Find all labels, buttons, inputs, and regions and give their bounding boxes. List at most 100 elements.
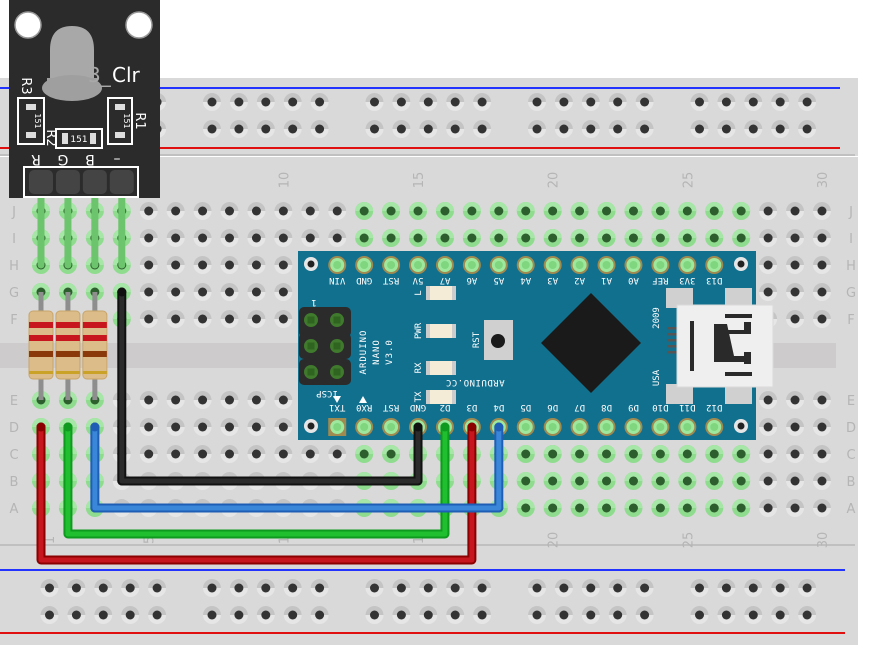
nano-pin-a4[interactable]: A4: [516, 256, 535, 285]
breadboard-hole[interactable]: [597, 499, 616, 517]
breadboard-hole[interactable]: [678, 499, 697, 517]
breadboard-hole[interactable]: [193, 310, 212, 328]
nano-pin-rx0[interactable]: RX0: [355, 402, 374, 436]
breadboard-hole[interactable]: [409, 202, 428, 220]
breadboard-hole[interactable]: [139, 283, 158, 301]
breadboard-hole[interactable]: [419, 606, 438, 624]
breadboard-hole[interactable]: [608, 120, 627, 138]
breadboard-hole[interactable]: [139, 418, 158, 436]
breadboard-hole[interactable]: [690, 120, 709, 138]
breadboard-hole[interactable]: [139, 445, 158, 463]
breadboard-hole[interactable]: [812, 418, 831, 436]
breadboard-hole[interactable]: [247, 202, 266, 220]
breadboard-hole[interactable]: [139, 202, 158, 220]
breadboard-hole[interactable]: [247, 256, 266, 274]
breadboard-hole[interactable]: [543, 472, 562, 490]
breadboard-hole[interactable]: [516, 499, 535, 517]
breadboard-hole[interactable]: [166, 202, 185, 220]
breadboard-hole[interactable]: [40, 579, 59, 597]
breadboard-hole[interactable]: [812, 499, 831, 517]
nano-pin-d8[interactable]: D8: [597, 402, 616, 436]
breadboard-hole[interactable]: [570, 445, 589, 463]
breadboard-hole[interactable]: [786, 472, 805, 490]
breadboard-hole[interactable]: [759, 283, 778, 301]
breadboard-hole[interactable]: [771, 120, 790, 138]
breadboard-hole[interactable]: [392, 120, 411, 138]
breadboard-hole[interactable]: [446, 120, 465, 138]
breadboard-hole[interactable]: [274, 283, 293, 301]
breadboard-hole[interactable]: [247, 391, 266, 409]
breadboard-hole[interactable]: [528, 120, 546, 138]
breadboard-hole[interactable]: [489, 229, 508, 247]
breadboard-hole[interactable]: [139, 391, 158, 409]
red-wire[interactable]: [36, 422, 477, 565]
breadboard-hole[interactable]: [220, 310, 239, 328]
breadboard-hole[interactable]: [554, 606, 573, 624]
breadboard-hole[interactable]: [732, 445, 751, 463]
breadboard-hole[interactable]: [624, 445, 643, 463]
breadboard-hole[interactable]: [786, 391, 805, 409]
breadboard-hole[interactable]: [274, 310, 293, 328]
breadboard-hole[interactable]: [220, 283, 239, 301]
breadboard-hole[interactable]: [786, 256, 805, 274]
breadboard-hole[interactable]: [608, 606, 627, 624]
nano-pin-gnd[interactable]: GND: [355, 256, 374, 285]
breadboard-hole[interactable]: [786, 229, 805, 247]
nano-pin-tx1[interactable]: TX1: [328, 402, 347, 436]
nano-pin-d7[interactable]: D7: [570, 402, 589, 436]
breadboard-hole[interactable]: [528, 93, 546, 111]
breadboard-hole[interactable]: [435, 202, 454, 220]
reset-button-cap[interactable]: [491, 334, 505, 348]
breadboard-hole[interactable]: [635, 579, 654, 597]
nano-pin-a7[interactable]: A7: [435, 256, 454, 285]
breadboard-hole[interactable]: [812, 256, 831, 274]
breadboard-hole[interactable]: [310, 579, 329, 597]
breadboard-hole[interactable]: [283, 606, 302, 624]
breadboard-hole[interactable]: [759, 499, 778, 517]
nano-pin-3v3[interactable]: 3V3: [678, 256, 697, 285]
breadboard-hole[interactable]: [812, 472, 831, 490]
nano-pin-rst[interactable]: RST: [382, 256, 401, 285]
breadboard-hole[interactable]: [717, 120, 736, 138]
breadboard-hole[interactable]: [786, 499, 805, 517]
breadboard-hole[interactable]: [798, 93, 817, 111]
breadboard-hole[interactable]: [759, 202, 778, 220]
nano-pin-d10[interactable]: D10: [651, 402, 670, 436]
breadboard-hole[interactable]: [516, 229, 535, 247]
breadboard-hole[interactable]: [473, 120, 492, 138]
breadboard-hole[interactable]: [798, 606, 817, 624]
breadboard-hole[interactable]: [812, 283, 831, 301]
breadboard-hole[interactable]: [166, 310, 185, 328]
breadboard-hole[interactable]: [274, 229, 293, 247]
breadboard-hole[interactable]: [624, 202, 643, 220]
breadboard-hole[interactable]: [283, 120, 302, 138]
breadboard-hole[interactable]: [193, 418, 212, 436]
breadboard-hole[interactable]: [229, 579, 248, 597]
breadboard-hole[interactable]: [220, 391, 239, 409]
breadboard-hole[interactable]: [355, 202, 374, 220]
nano-pin-5v[interactable]: 5V: [409, 256, 428, 285]
breadboard-hole[interactable]: [382, 229, 401, 247]
breadboard-hole[interactable]: [166, 256, 185, 274]
breadboard-hole[interactable]: [581, 120, 600, 138]
breadboard-hole[interactable]: [717, 579, 736, 597]
breadboard-hole[interactable]: [148, 579, 167, 597]
breadboard-hole[interactable]: [229, 93, 248, 111]
reset-button[interactable]: RST: [472, 320, 513, 360]
breadboard-hole[interactable]: [786, 418, 805, 436]
breadboard-hole[interactable]: [678, 445, 697, 463]
breadboard-hole[interactable]: [382, 445, 401, 463]
breadboard-hole[interactable]: [256, 579, 275, 597]
nano-pin-d11[interactable]: D11: [678, 402, 697, 436]
breadboard-hole[interactable]: [193, 445, 212, 463]
breadboard-hole[interactable]: [570, 229, 589, 247]
breadboard-hole[interactable]: [166, 283, 185, 301]
breadboard-hole[interactable]: [759, 229, 778, 247]
breadboard-hole[interactable]: [256, 606, 275, 624]
breadboard-hole[interactable]: [516, 445, 535, 463]
breadboard-hole[interactable]: [193, 256, 212, 274]
breadboard-hole[interactable]: [247, 445, 266, 463]
rgb-led-module[interactable]: Clr 3_ 151 R3 151 R2 151 R1 R G B –: [9, 0, 160, 198]
nano-pin-a0[interactable]: A0: [624, 256, 643, 285]
